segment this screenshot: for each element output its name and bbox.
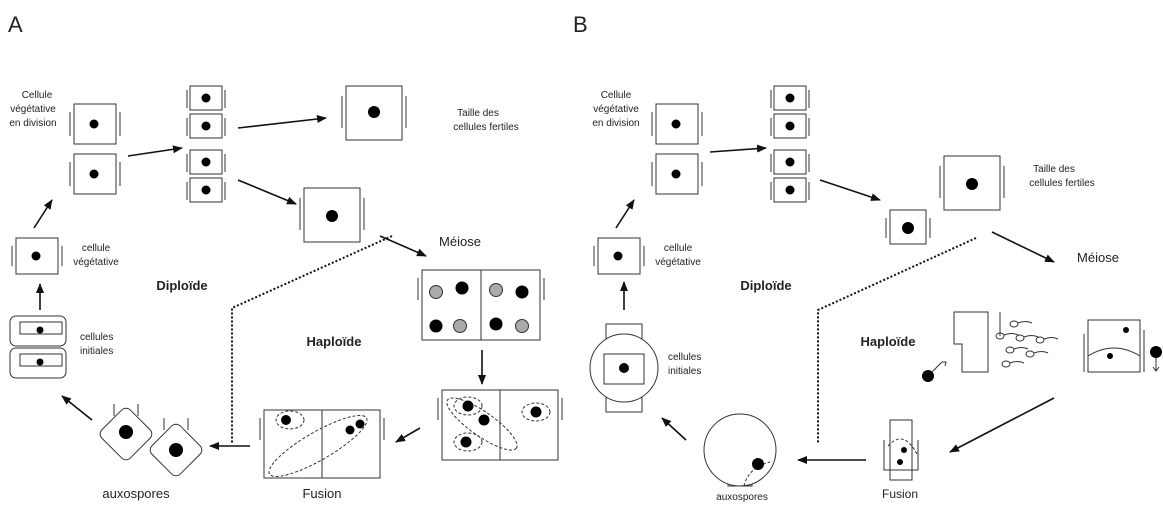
- a-fusion-cells: [259, 409, 385, 479]
- a-label-en-division: en division: [9, 118, 56, 129]
- b-fusion-cell: [883, 419, 919, 481]
- b-female-cell: [1083, 319, 1162, 373]
- panel-a: A Cellule végétative en division: [8, 12, 563, 501]
- b-label-auxospores: auxospores: [716, 492, 768, 503]
- b-sperm-cells: [995, 320, 1059, 368]
- a-mid-cell: [299, 187, 365, 243]
- b-label-cellule: Cellule: [601, 90, 632, 101]
- b-small-cell: [885, 209, 931, 245]
- b-label-cellule2: cellule: [664, 243, 693, 254]
- b-fertile-cell: [939, 155, 1005, 211]
- a-label-haploid: Haploïde: [307, 334, 362, 349]
- a-label-auxospores: auxospores: [102, 486, 170, 501]
- b-label-en-division: en division: [592, 118, 639, 129]
- a-gamete-cells: [437, 389, 563, 461]
- a-cell-stack: [186, 85, 226, 203]
- a-fertile-cell: [341, 85, 407, 141]
- a-label-diploid: Diploïde: [156, 278, 207, 293]
- b-dividing-cell-top: [651, 103, 703, 145]
- panel-b-letter: B: [573, 12, 588, 37]
- panel-b: B Cellule végétative en division: [573, 12, 1162, 503]
- a-label-vegetative2: végétative: [73, 257, 119, 268]
- b-label-haploid: Haploïde: [861, 334, 916, 349]
- b-label-vegetative: végétative: [593, 104, 639, 115]
- a-initial-cells: [9, 315, 67, 379]
- a-label-fusion: Fusion: [302, 486, 341, 501]
- a-label-initiales: initiales: [80, 346, 113, 357]
- b-arrows: [615, 144, 1055, 464]
- a-meiosis-cells: [417, 269, 545, 341]
- b-label-meiosis: Méiose: [1077, 250, 1119, 265]
- a-dividing-cell-top: [69, 103, 121, 145]
- b-label-vegetative2: végétative: [655, 257, 701, 268]
- b-dividing-cell-bottom: [651, 153, 703, 195]
- a-label-taille-des: Taille des: [457, 108, 499, 119]
- a-label-vegetative: végétative: [10, 104, 56, 115]
- a-label-cellule2: cellule: [82, 243, 111, 254]
- panel-a-letter: A: [8, 12, 23, 37]
- b-label-diploid: Diploïde: [740, 278, 791, 293]
- b-auxospore: [703, 413, 777, 487]
- a-label-meiosis: Méiose: [439, 234, 481, 249]
- b-label-fusion: Fusion: [882, 487, 918, 501]
- a-vegetative-cell: [11, 237, 63, 275]
- b-label-taille-des: Taille des: [1033, 164, 1075, 175]
- a-dividing-cell-bottom: [69, 153, 121, 195]
- b-cell-stack: [770, 85, 810, 203]
- b-male-cell: [922, 311, 1001, 382]
- b-label-initiales: initiales: [668, 366, 701, 377]
- a-auxospores: [99, 404, 203, 477]
- b-vegetative-cell: [593, 237, 645, 275]
- a-arrows: [33, 115, 486, 450]
- b-label-cellules: cellules: [668, 352, 701, 363]
- b-initial-cell: [589, 323, 659, 413]
- a-label-cellules: cellules: [80, 332, 113, 343]
- a-label-cellules-fertiles: cellules fertiles: [453, 122, 519, 133]
- a-label-cellule: Cellule: [22, 90, 53, 101]
- b-label-cellules-fertiles: cellules fertiles: [1029, 178, 1095, 189]
